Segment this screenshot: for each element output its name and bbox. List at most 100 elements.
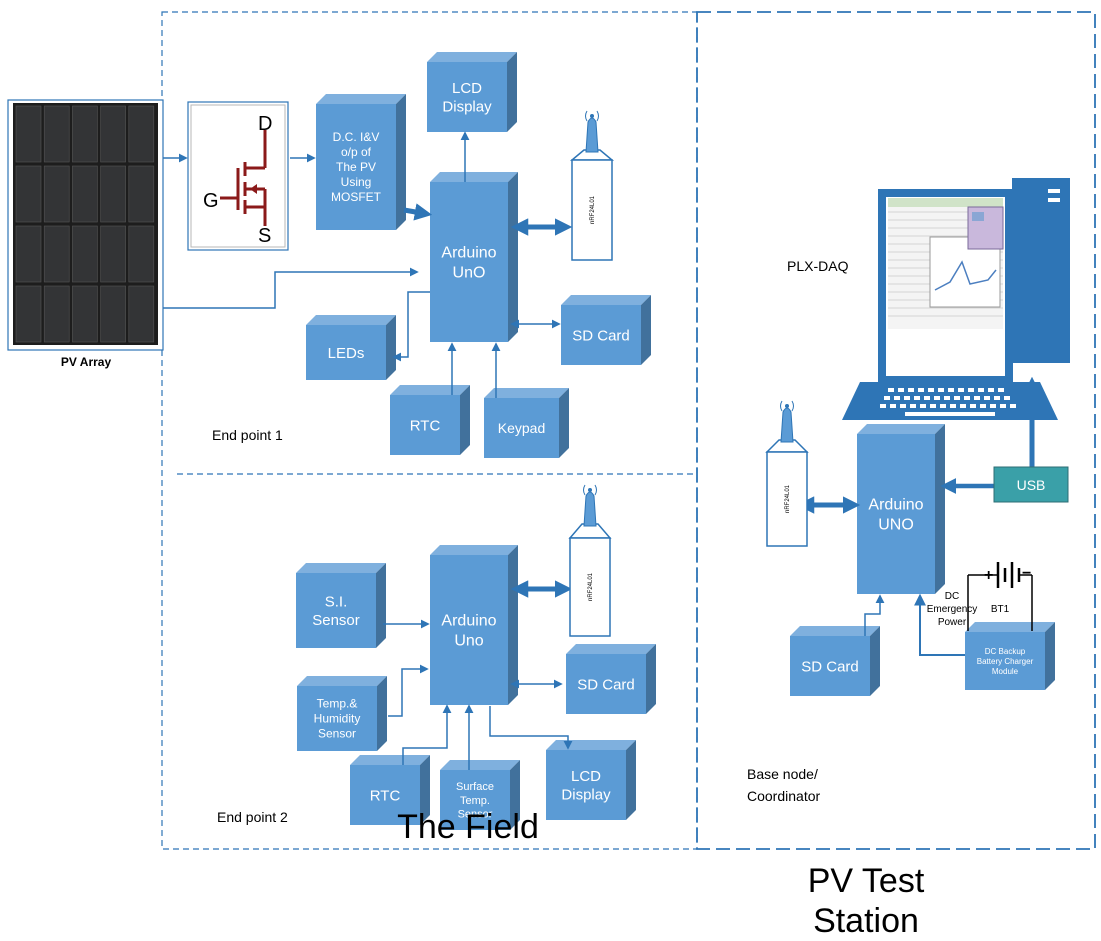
base-caption-line2: Coordinator bbox=[747, 788, 820, 804]
pv-cells bbox=[15, 105, 155, 343]
usb-box: USB bbox=[993, 466, 1069, 503]
lcd-display-block-2: LCD Display bbox=[546, 740, 636, 820]
pv-cell bbox=[15, 105, 42, 163]
lcd-display-block-2-label: LCD bbox=[571, 768, 601, 785]
arduino-uno-block-base-label: Arduino bbox=[868, 497, 923, 514]
endpoint1-caption: End point 1 bbox=[212, 427, 283, 443]
surface-temp-block-label: Sensor bbox=[458, 809, 493, 821]
pv-cell bbox=[72, 285, 98, 343]
dc-iv-mosfet-block-label: Using bbox=[341, 175, 372, 189]
pv-cell bbox=[43, 105, 70, 163]
arduino-uno-block-2-label: Arduino bbox=[441, 613, 496, 630]
arrow-arduino2-to-lcd bbox=[489, 706, 573, 750]
arduino-uno-block-2-label: Uno bbox=[454, 633, 483, 650]
battery-bt1-label: BT1 bbox=[991, 604, 1010, 615]
arrow-temp-to-arduino2 bbox=[388, 664, 429, 717]
computer-icon bbox=[842, 178, 1070, 420]
battery-bt1-symbol bbox=[967, 562, 1033, 631]
station-title-line2: Station bbox=[813, 902, 919, 940]
dc-iv-mosfet-block-label: MOSFET bbox=[331, 190, 382, 204]
field-title: The Field bbox=[397, 808, 539, 846]
battery-plus-label: + bbox=[984, 567, 993, 584]
keypad-block: Keypad bbox=[484, 388, 569, 458]
lcd-display-block-2-label: Display bbox=[561, 787, 611, 804]
charger-module-block-label: DC Backup bbox=[985, 647, 1026, 656]
rtc-block-2-label: RTC bbox=[370, 787, 401, 804]
sdcard-block-base-label: SD Card bbox=[801, 658, 859, 675]
leds-block-label: LEDs bbox=[328, 345, 365, 362]
mosfet-drain-label: D bbox=[258, 113, 272, 135]
pv-cell bbox=[128, 165, 155, 223]
dc-iv-mosfet-block-label: o/p of bbox=[341, 145, 372, 159]
battery-minus-label: − bbox=[1022, 565, 1031, 582]
pv-cell bbox=[72, 165, 98, 223]
mosfet-source-label: S bbox=[258, 225, 271, 247]
pv-cell bbox=[43, 165, 70, 223]
keypad-block-label: Keypad bbox=[498, 420, 545, 436]
lcd-display-block-1-label: LCD bbox=[452, 80, 482, 97]
endpoint2-caption: End point 2 bbox=[217, 809, 288, 825]
pv-cell bbox=[128, 225, 155, 283]
pv-cell bbox=[100, 165, 126, 223]
antenna-icon bbox=[583, 491, 597, 527]
leds-block: LEDs bbox=[306, 315, 396, 380]
rtc-block-1-label: RTC bbox=[410, 417, 441, 434]
pv-array bbox=[7, 99, 164, 351]
base-caption-line1: Base node/ bbox=[747, 766, 818, 782]
arduino-uno-block-1-label: UnO bbox=[453, 265, 486, 282]
sdcard-block-1: SD Card bbox=[561, 295, 651, 365]
pv-cell bbox=[15, 285, 42, 343]
dc-power-line3: Power bbox=[938, 617, 967, 628]
station-region-border bbox=[696, 11, 1096, 850]
sdcard-block-1-label: SD Card bbox=[572, 327, 630, 344]
arduino-uno-block-1-label: Arduino bbox=[441, 245, 496, 262]
si-sensor-block-label: S.I. bbox=[325, 593, 348, 610]
rtc-block-2: RTC bbox=[350, 755, 430, 825]
antenna-icon bbox=[585, 117, 599, 153]
dc-iv-mosfet-block-label: The PV bbox=[336, 160, 376, 174]
pv-cell bbox=[72, 225, 98, 283]
pv-cell bbox=[43, 285, 70, 343]
dc-power-line1: DC bbox=[945, 591, 959, 602]
dc-iv-mosfet-block-label: D.C. I&V bbox=[333, 130, 380, 144]
sdcard-block-2: SD Card bbox=[566, 644, 656, 714]
plx-daq-label: PLX-DAQ bbox=[787, 258, 849, 274]
antenna-icon bbox=[780, 407, 794, 443]
arrow-arduino1-to-leds bbox=[392, 291, 430, 362]
radio-module-base-label: nRF24L01 bbox=[785, 484, 791, 513]
radio-module-1-label: nRF24L01 bbox=[590, 195, 596, 224]
pv-cell bbox=[43, 225, 70, 283]
pv-cell bbox=[100, 105, 126, 163]
radio-module-1: nRF24L01 bbox=[569, 110, 615, 261]
pv-cell bbox=[15, 225, 42, 283]
surface-temp-block-label: Temp. bbox=[460, 795, 490, 807]
pv-cell bbox=[128, 105, 155, 163]
pv-cell bbox=[100, 285, 126, 343]
charger-module-block-label: Battery Charger bbox=[977, 657, 1034, 666]
surface-temp-block-label: Surface bbox=[456, 781, 494, 793]
si-sensor-block: S.I. Sensor bbox=[296, 563, 386, 648]
usb-label: USB bbox=[1017, 477, 1046, 493]
arrow-dciv-to-arduino1 bbox=[403, 203, 433, 221]
radio-module-base: nRF24L01 bbox=[765, 400, 809, 547]
arrow-pv-to-arduino1 bbox=[163, 267, 419, 309]
arrow-rtc2-to-arduino2 bbox=[402, 704, 452, 765]
temp-humidity-block-label: Temp.& bbox=[317, 697, 358, 711]
sdcard-block-2-label: SD Card bbox=[577, 676, 635, 693]
pv-cell bbox=[15, 165, 42, 223]
pv-array-label: PV Array bbox=[61, 355, 112, 369]
pv-cell bbox=[100, 225, 126, 283]
si-sensor-block-label: Sensor bbox=[312, 612, 360, 629]
station-title-line1: PV Test bbox=[808, 862, 925, 900]
rtc-block-1: RTC bbox=[390, 385, 470, 455]
charger-module-block-label: Module bbox=[992, 667, 1019, 676]
